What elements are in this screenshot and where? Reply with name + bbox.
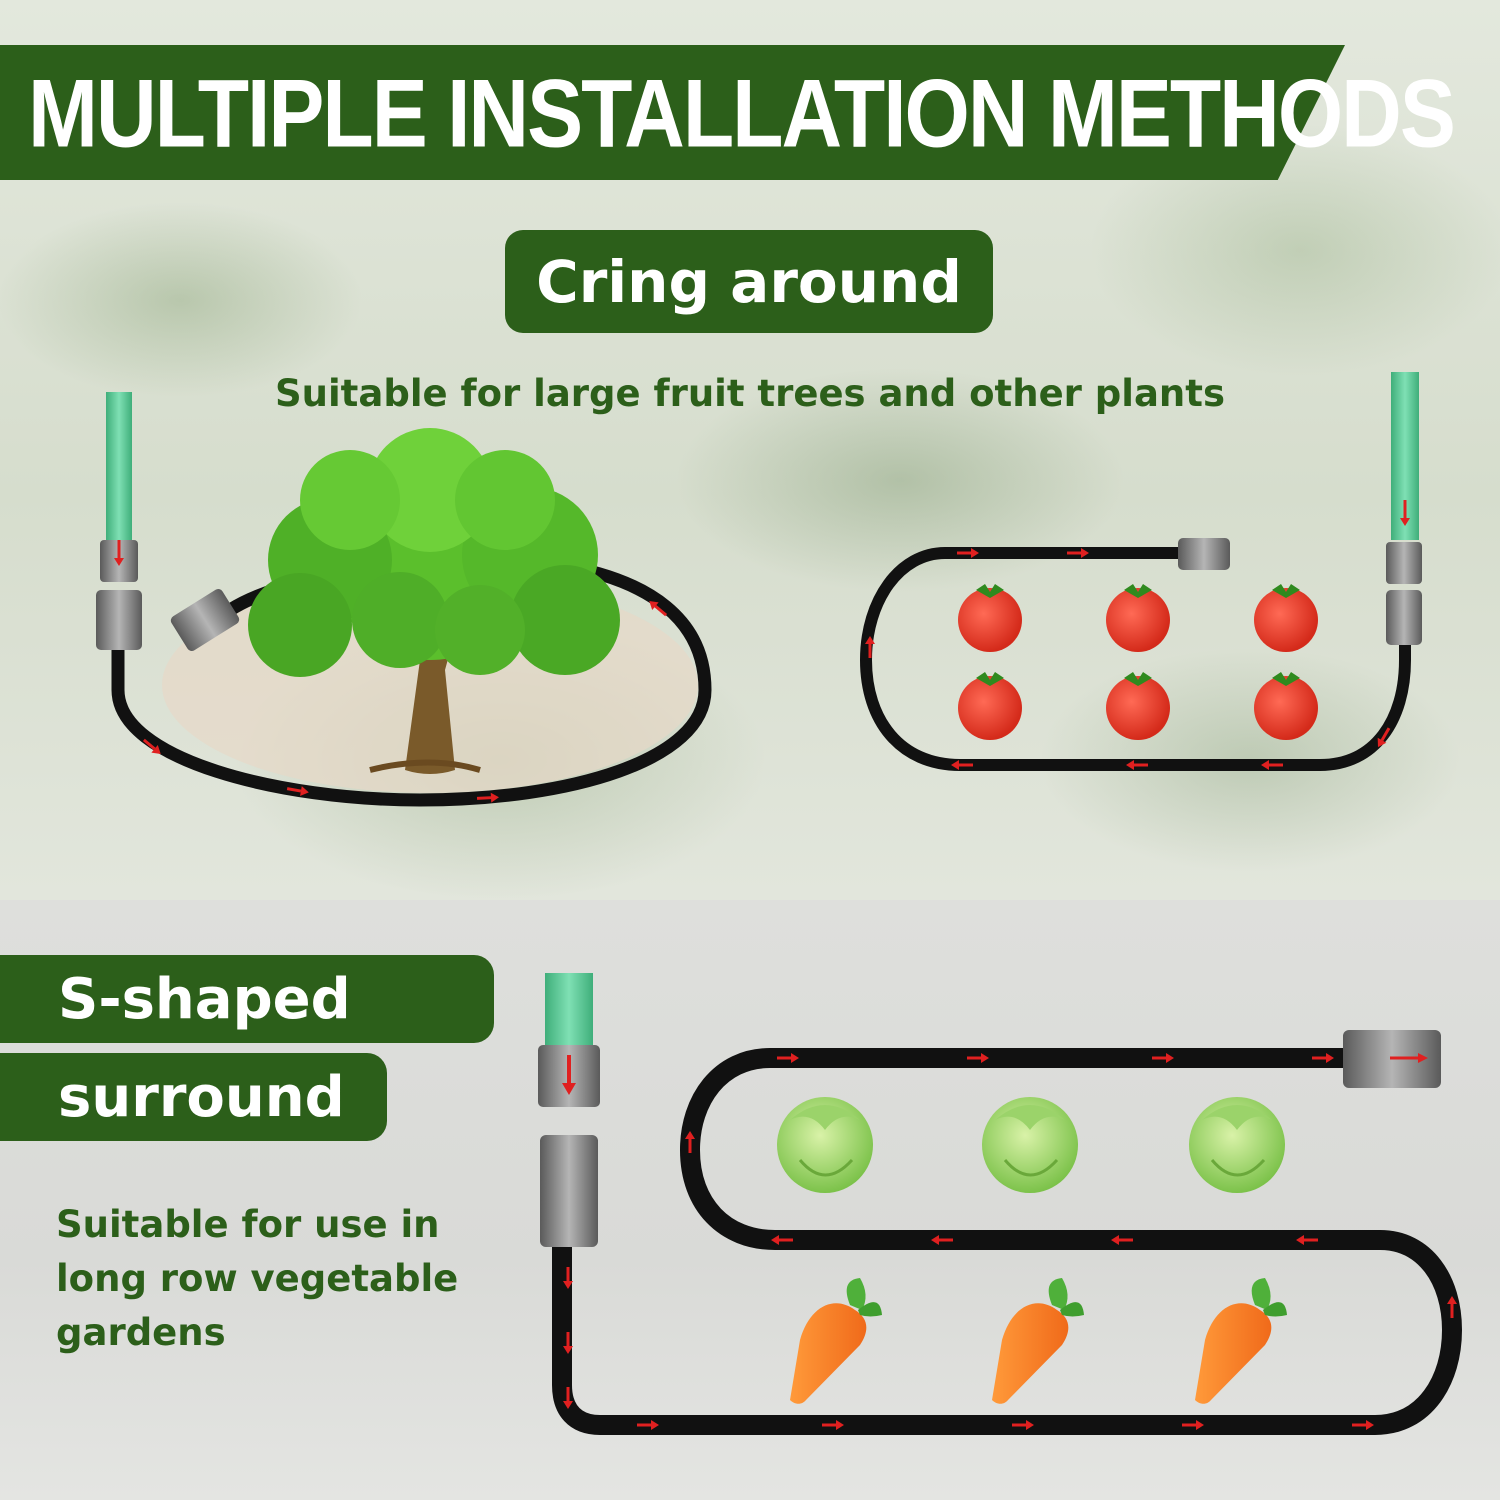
- cabbage-icon: [1189, 1097, 1285, 1193]
- s-shaped-label: S-shaped: [0, 955, 494, 1043]
- tree-icon: [248, 428, 620, 774]
- hose-end-connector-icon: [1178, 538, 1230, 570]
- soaker-hose: [552, 1048, 1462, 1435]
- tomato-icon: [958, 584, 1022, 652]
- tomato-icon: [1106, 672, 1170, 740]
- s-shaped-irrigation-diagram: [538, 973, 1462, 1435]
- tree-irrigation-diagram: [96, 392, 712, 807]
- faucet-connector-icon: [96, 392, 142, 650]
- cring-around-label: Cring around: [505, 230, 993, 333]
- description-line: long row vegetable: [56, 1257, 459, 1300]
- s-shaped-description: Suitable for use in long row vegetable g…: [56, 1198, 496, 1360]
- tomato-icon: [1106, 584, 1170, 652]
- carrot-icon: [1195, 1278, 1287, 1404]
- carrot-icon: [992, 1278, 1084, 1404]
- faucet-connector-icon: [538, 973, 600, 1247]
- cabbage-icon: [982, 1097, 1078, 1193]
- carrot-icon: [790, 1278, 882, 1404]
- hose-end-connector-icon: [1343, 1030, 1441, 1088]
- title-banner: [0, 45, 1345, 180]
- faucet-connector-icon: [1386, 372, 1422, 645]
- tomato-icon: [1254, 584, 1318, 652]
- description-line: Suitable for use in: [56, 1203, 440, 1246]
- description-line: gardens: [56, 1311, 226, 1354]
- page-title: MULTIPLE INSTALLATION METHODS: [28, 59, 1456, 168]
- cabbage-icon: [777, 1097, 873, 1193]
- surround-label: surround: [0, 1053, 387, 1141]
- tomato-icon: [958, 672, 1022, 740]
- hose-end-connector-icon: [170, 589, 240, 651]
- tomato-icon: [1254, 672, 1318, 740]
- cring-around-description: Suitable for large fruit trees and other…: [275, 372, 1225, 415]
- tomato-irrigation-diagram: [859, 372, 1422, 772]
